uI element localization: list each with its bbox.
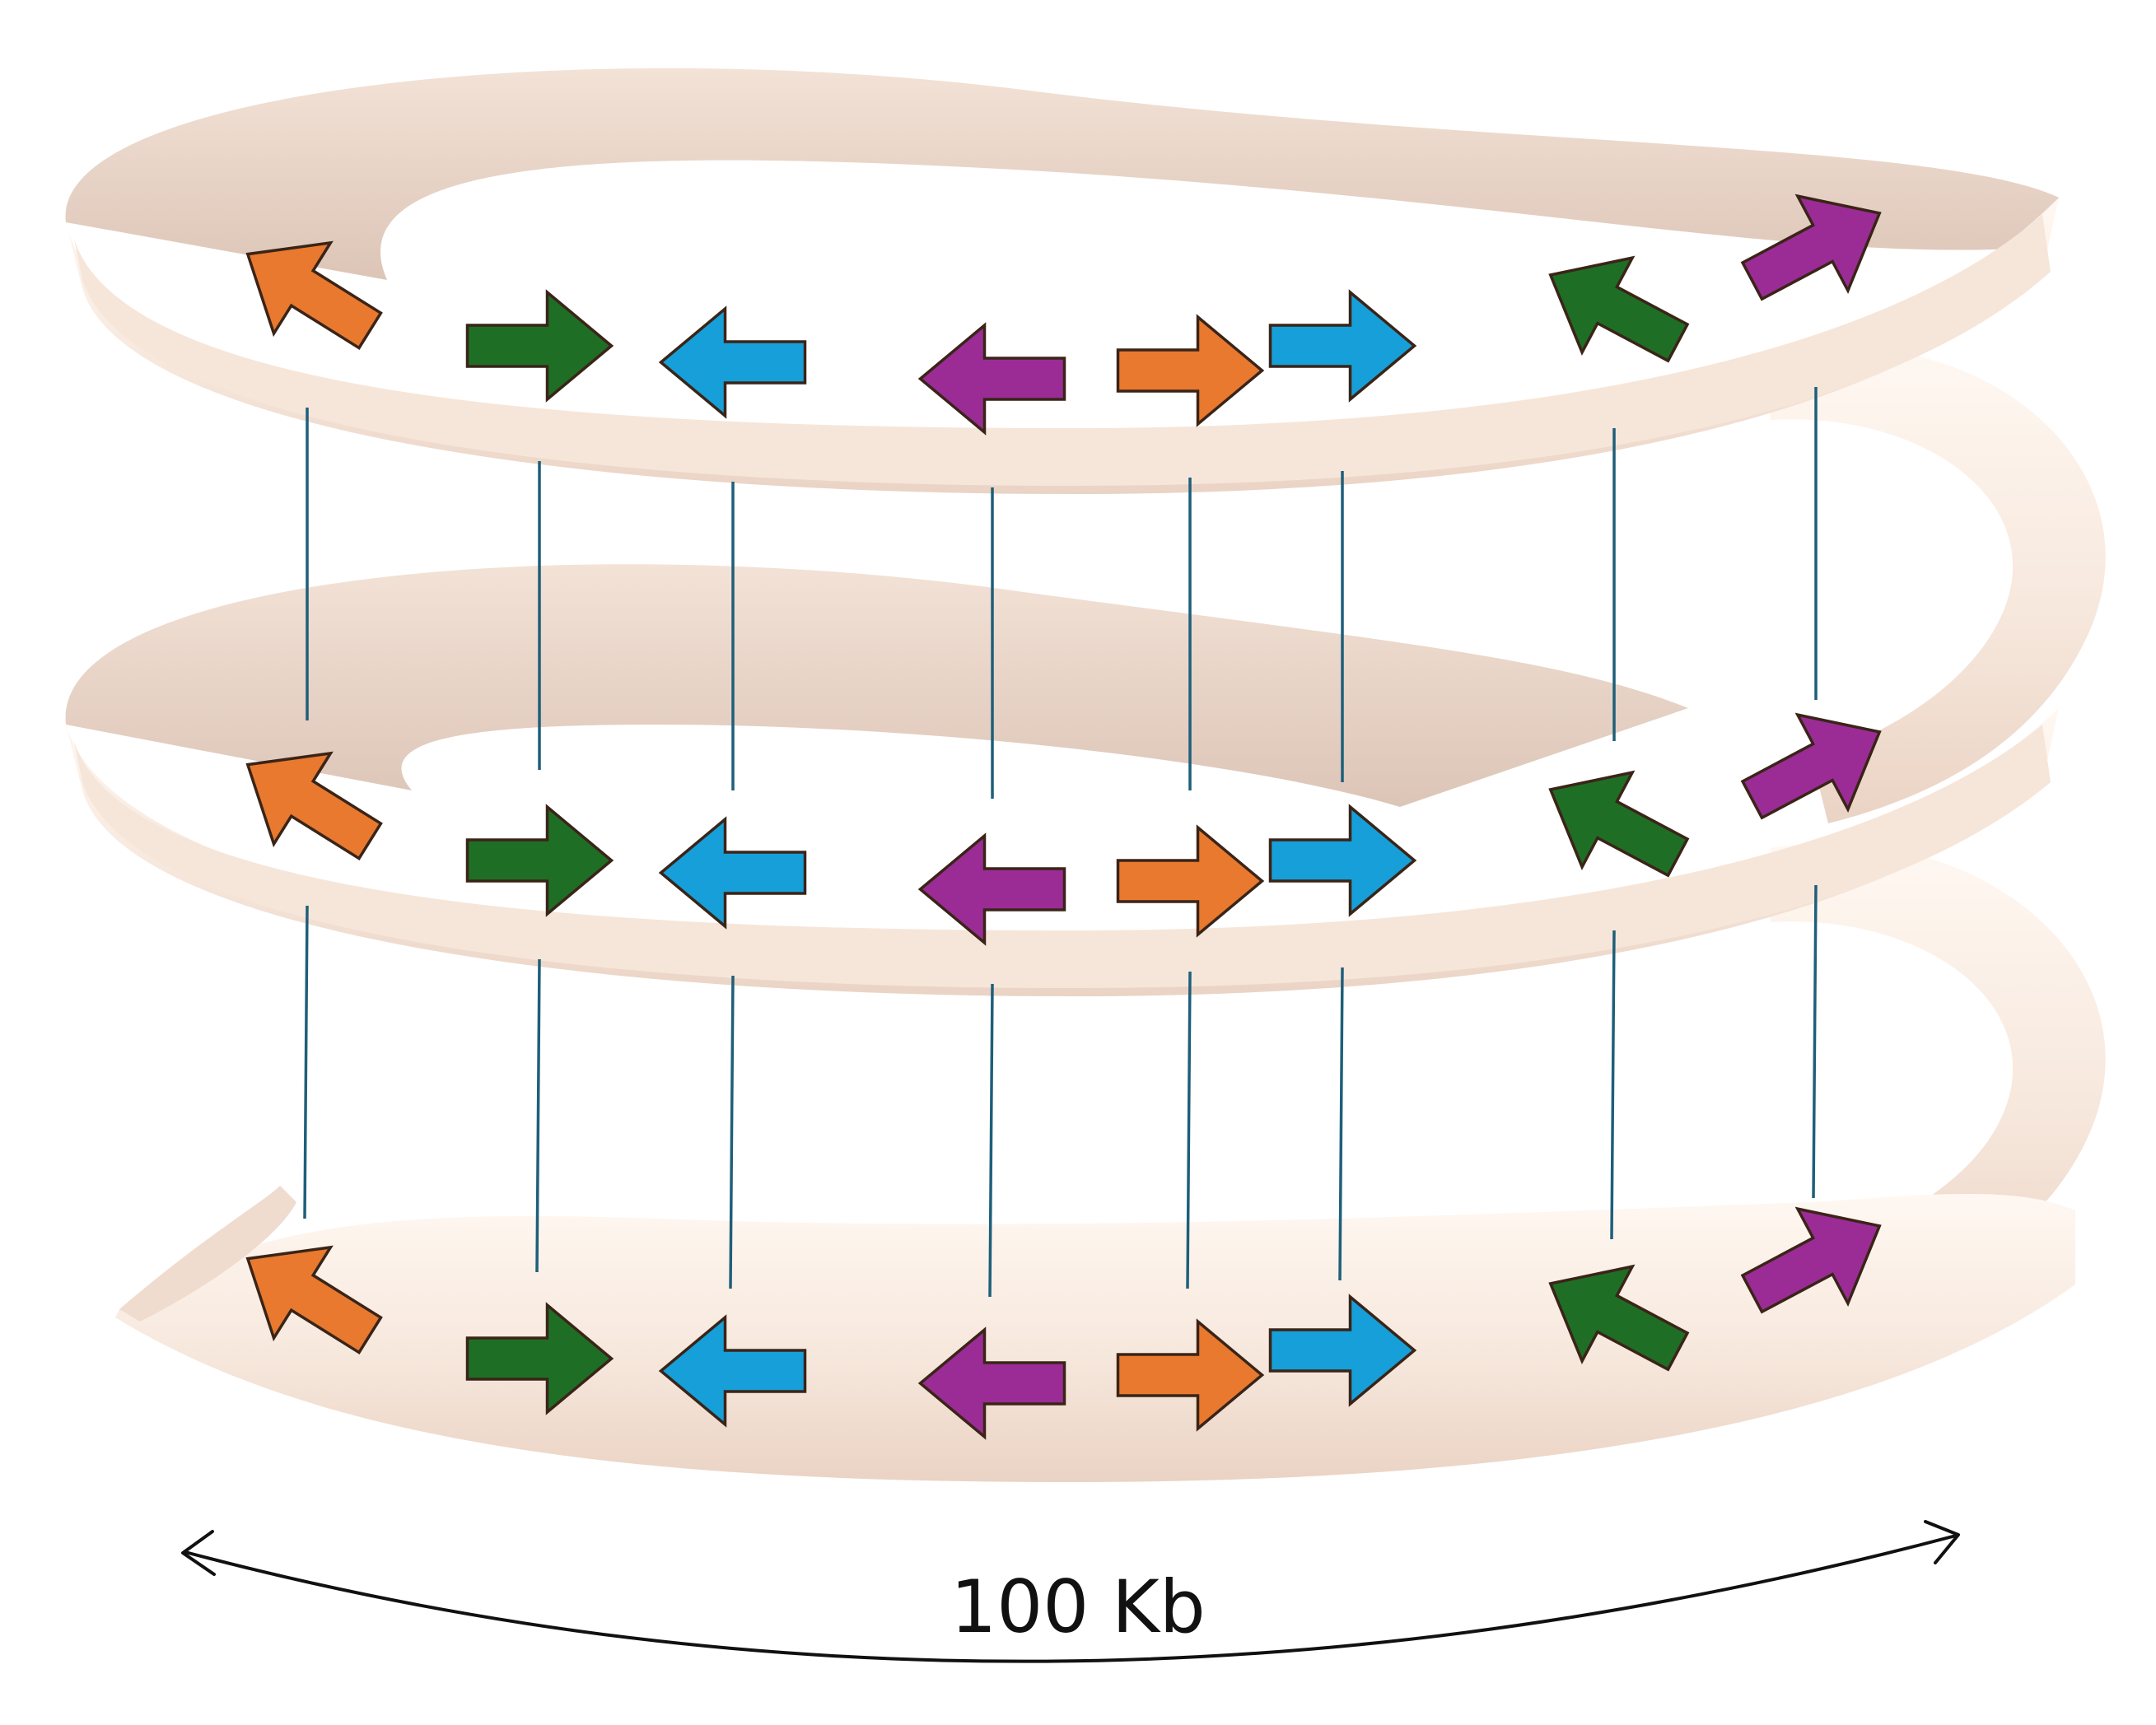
locus-arrow-orange-right-icon — [1116, 824, 1265, 938]
connector-line — [1186, 971, 1192, 1289]
connector-line — [729, 975, 735, 1289]
locus-arrow-purple-right-icon — [1740, 1206, 1882, 1314]
connector-line — [535, 958, 541, 1273]
connector-line — [1338, 967, 1344, 1281]
helix-bottom-front — [115, 1194, 2075, 1482]
locus-arrow-purple-right-icon — [1740, 712, 1882, 820]
locus-arrow-orange-left-icon — [245, 240, 383, 350]
locus-arrow-blue-right-icon — [1268, 1294, 1417, 1407]
locus-arrow-blue-left-icon — [658, 1314, 807, 1428]
locus-arrow-purple-left-icon — [917, 1326, 1066, 1440]
scale-label: 100 Kb — [950, 1564, 1206, 1649]
locus-arrow-green-left-icon — [1548, 1264, 1690, 1372]
connector-line — [988, 983, 994, 1298]
locus-arrow-blue-left-icon — [658, 305, 807, 419]
connector-line — [303, 905, 309, 1219]
helix-top-back — [65, 68, 2060, 281]
locus-arrow-blue-right-icon — [1268, 804, 1417, 917]
locus-arrow-purple-right-icon — [1740, 193, 1882, 301]
helix-middle-back — [65, 564, 1688, 807]
locus-arrow-orange-right-icon — [1116, 314, 1265, 427]
connector-lines — [303, 387, 1818, 1298]
locus-arrow-green-right-icon — [465, 804, 614, 917]
scale-arc-line — [184, 1534, 1957, 1663]
locus-arrow-green-left-icon — [1548, 770, 1690, 878]
locus-arrow-orange-left-icon — [245, 751, 383, 860]
locus-arrow-purple-left-icon — [917, 322, 1066, 436]
locus-arrow-blue-right-icon — [1268, 289, 1417, 403]
helix-top-band — [74, 214, 2051, 486]
locus-arrow-orange-right-icon — [1116, 1318, 1265, 1432]
locus-arrow-green-right-icon — [465, 1302, 614, 1415]
connector-line — [1812, 884, 1818, 1199]
locus-arrows — [245, 193, 1882, 1440]
helix-bottom-top-edge — [119, 1186, 296, 1322]
helix-tube — [65, 68, 2106, 1482]
locus-arrow-green-left-icon — [1548, 255, 1690, 363]
scale-arrowhead-left-icon — [181, 1530, 216, 1576]
locus-arrow-purple-left-icon — [917, 832, 1066, 946]
locus-arrow-green-right-icon — [465, 289, 614, 403]
scale-arrowhead-right-icon — [1924, 1520, 1960, 1564]
locus-arrow-blue-left-icon — [658, 816, 807, 930]
scale-arc — [181, 1520, 1960, 1663]
helix-middle-band — [74, 725, 2051, 988]
connector-line — [1610, 930, 1616, 1240]
helix-right-loop-1 — [1771, 347, 2106, 824]
locus-arrow-orange-left-icon — [245, 1245, 383, 1354]
